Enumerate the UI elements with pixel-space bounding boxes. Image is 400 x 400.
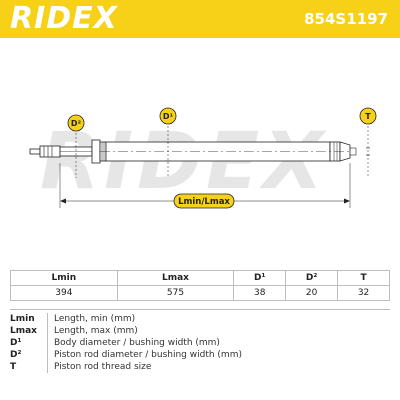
legend-key: D¹ xyxy=(10,337,48,349)
drawing-canvas: RIDEX xyxy=(29,107,377,209)
piston-rod xyxy=(29,145,93,158)
d2-badge xyxy=(67,114,85,132)
length-badge-label: Lmin/Lmax xyxy=(178,197,230,207)
legend-desc: Length, max (mm) xyxy=(54,326,138,336)
legend-key: Lmax xyxy=(10,325,48,337)
d1-badge xyxy=(159,107,177,125)
length-badge xyxy=(173,193,235,209)
d2-badge-label: D² xyxy=(71,119,82,128)
brand-logo: RIDEX xyxy=(10,1,118,36)
legend-row: Lmin Length, min (mm) xyxy=(10,313,390,325)
legend-desc: Length, min (mm) xyxy=(54,314,136,324)
legend-row: Lmax Length, max (mm) xyxy=(10,325,390,337)
shock-absorber-drawing: RIDEX xyxy=(0,38,400,270)
spec-value-t: 32 xyxy=(337,285,390,301)
spec-table-value-row: 394 575 38 20 32 xyxy=(10,285,390,301)
watermark: RIDEX xyxy=(40,117,327,207)
legend-key: Lmin xyxy=(10,313,48,325)
shock-body xyxy=(91,139,357,164)
legend-row: T Piston rod thread size xyxy=(10,361,390,373)
part-number: 854S1197 xyxy=(304,10,388,28)
spec-table: Lmin Lmax D¹ D² T 394 575 38 20 32 xyxy=(10,270,390,301)
spec-header-lmax: Lmax xyxy=(116,270,235,286)
length-dimension: Lmin/Lmax xyxy=(59,163,351,209)
spec-value-d2: 20 xyxy=(285,285,339,301)
legend-key: D² xyxy=(10,349,48,361)
legend-desc: Piston rod diameter / bushing width (mm) xyxy=(54,350,242,360)
spec-header-d2: D² xyxy=(285,270,339,286)
spec-value-lmin: 394 xyxy=(10,285,118,301)
d1-badge-label: D¹ xyxy=(163,112,174,121)
t-badge-label: T xyxy=(365,112,371,121)
legend-desc: Piston rod thread size xyxy=(54,362,152,372)
legend: Lmin Length, min (mm) Lmax Length, max (… xyxy=(10,309,390,373)
d2-dimension: D² xyxy=(67,114,85,178)
legend-row: D² Piston rod diameter / bushing width (… xyxy=(10,349,390,361)
spec-header-t: T xyxy=(337,270,390,286)
spec-header-d1: D¹ xyxy=(233,270,287,286)
spec-value-lmax: 575 xyxy=(116,285,235,301)
legend-desc: Body diameter / bushing width (mm) xyxy=(54,338,220,348)
spec-value-d1: 38 xyxy=(233,285,287,301)
t-badge xyxy=(359,107,377,125)
legend-key: T xyxy=(10,361,48,373)
header-bar: RIDEX 854S1197 xyxy=(0,0,400,38)
spec-header-lmin: Lmin xyxy=(10,270,118,286)
spec-table-header-row: Lmin Lmax D¹ D² T xyxy=(10,270,390,286)
d1-dimension: D¹ xyxy=(159,107,177,178)
legend-row: D¹ Body diameter / bushing width (mm) xyxy=(10,337,390,349)
t-dimension: T xyxy=(359,107,377,178)
